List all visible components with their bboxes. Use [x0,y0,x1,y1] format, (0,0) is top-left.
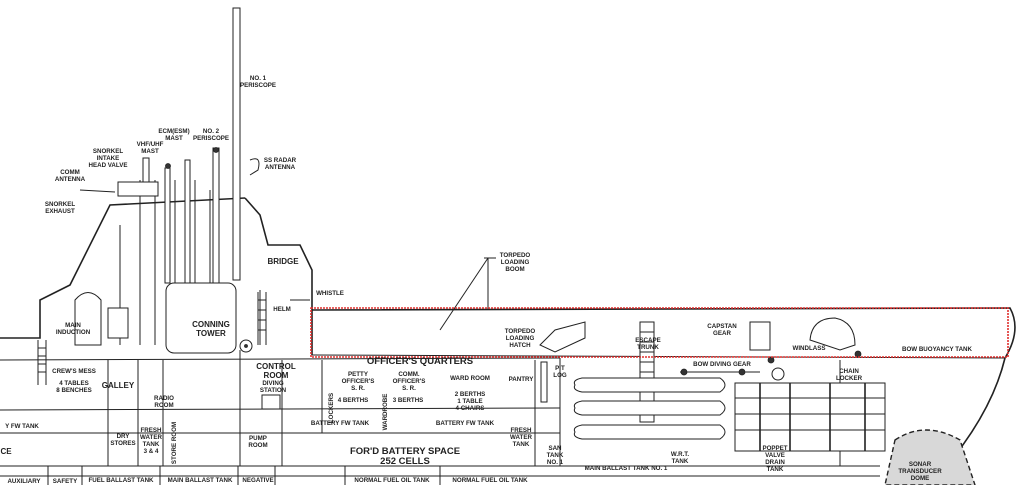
label-battery-fw-tank-1: BATTERY FW TANK [311,420,370,427]
label-ward-room: WARD ROOM [450,375,490,382]
label-galley: GALLEY [102,381,135,390]
label-petty-berths: 4 BERTHS [338,397,369,404]
masts [79,7,260,284]
highlight-box [310,307,1009,358]
machinery [37,257,976,485]
label-whistle: WHISTLE [316,290,344,297]
label-pantry: PANTRY [509,376,535,383]
label-wrt-tank: W.R.T.TANK [671,451,689,465]
label-main-ballast: MAIN BALLAST TANK [168,477,233,484]
label-bow-buoyancy: BOW BUOYANCY TANK [902,346,973,353]
label-auxiliary: AUXILIARY [7,478,41,485]
label-ecm-mast: ECM(ESM)MAST [158,128,189,142]
label-ce-fragment: CE [0,447,12,456]
label-bow-diving-gear: BOW DIVING GEAR [693,361,751,368]
label-helm: HELM [273,306,291,313]
label-store-room: STORE ROOM [171,422,178,464]
hull-structure [0,180,1016,485]
label-officers-quarters: OFFICER'S QUARTERS [367,356,473,367]
label-normal-fuel-2: NORMAL FUEL OIL TANK [452,477,528,484]
label-fw-tank-left: Y FW TANK [5,423,39,430]
label-battery-fw-tank-2: BATTERY FW TANK [436,420,495,427]
label-lockers: LOCKERS [328,393,335,423]
label-wardrobe: WARDROBE [382,394,389,431]
label-windlass: WINDLASS [793,345,826,352]
label-comm-berths: 3 BERTHS [393,397,424,404]
label-main-ballast-1: MAIN BALLAST TANK NO. 1 [585,465,668,472]
label-bridge: BRIDGE [267,257,299,266]
label-negative: NEGATIVE [242,477,273,484]
label-safety: SAFETY [53,478,78,485]
label-fuel-ballast: FUEL BALLAST TANK [88,477,154,484]
label-normal-fuel-1: NORMAL FUEL OIL TANK [354,477,430,484]
